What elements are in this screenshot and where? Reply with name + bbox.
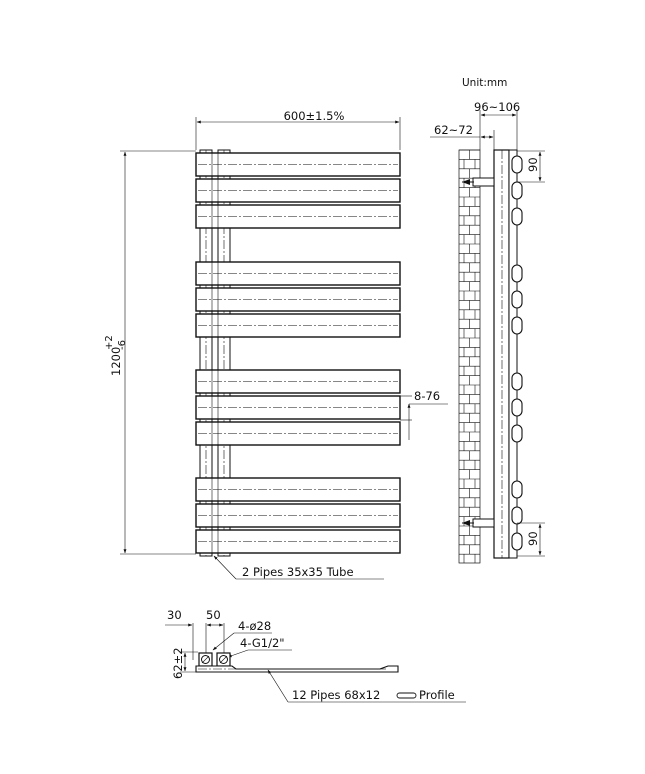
profile-tab: [511, 506, 523, 525]
panel: [195, 313, 401, 338]
height-dimension-label: 1200: [109, 347, 123, 376]
unit-label: Unit:mm: [462, 77, 507, 89]
profile-tab: [511, 181, 523, 200]
profile-tab: [511, 264, 523, 283]
panel: [195, 369, 401, 394]
profile-symbol: [396, 692, 417, 699]
pipe-fittings: [198, 652, 231, 667]
profile-tab: [511, 372, 523, 391]
thread-label: 4-G1/2": [240, 636, 285, 650]
radiator-side-profile: [493, 149, 523, 559]
pipe-height-dimension: 62±2: [171, 647, 198, 679]
profile-bar: [195, 665, 399, 673]
wall-bracket-bottom: [462, 518, 495, 528]
panel: [195, 204, 401, 229]
pipe-spacing-dimension: 30 50: [165, 608, 225, 660]
pipe-diameter-label: 4-ø28: [238, 619, 271, 633]
profile-tab: [511, 480, 523, 499]
panel: [195, 421, 401, 446]
bottom-view: 30 50 4-ø28 4-G1/2": [165, 608, 466, 703]
profile-tab: [511, 424, 523, 443]
tube-callout: 2 Pipes 35x35 Tube: [213, 555, 384, 580]
wall-gap-dimension: 62~72: [430, 123, 495, 150]
wall-bracket-top: [462, 177, 495, 187]
panel-gap-label: 8-76: [414, 389, 440, 403]
tube-callout-label: 2 Pipes 35x35 Tube: [242, 565, 354, 579]
wall-offset-label: 96~106: [474, 100, 520, 114]
front-view: 600±1.5% 1200 +2 -6 8-76 2 Pipes 35x35 T…: [104, 109, 448, 580]
profile-tab: [511, 398, 523, 417]
profile-tab: [511, 316, 523, 335]
panel-group: [195, 152, 401, 554]
width-dimension: 600±1.5%: [195, 109, 401, 150]
profile-tab: [511, 290, 523, 309]
wall-gap-label: 62~72: [434, 123, 473, 137]
pipe-height-label: 62±2: [171, 647, 185, 679]
vertical-pipes: [199, 149, 231, 557]
bracket-bottom-dimension: 90: [517, 522, 545, 557]
side-view: Unit:mm 96~106: [430, 77, 545, 564]
brick-wall: [458, 149, 481, 564]
panel: [195, 529, 401, 554]
height-dimension: 1200 +2 -6: [104, 150, 196, 555]
height-dimension-sub: -6: [117, 340, 128, 350]
bracket-top-dimension: 90: [517, 150, 545, 183]
panel: [195, 477, 401, 502]
panel-gap-dimension: 8-76: [400, 389, 448, 440]
pipe-callouts: 4-ø28 4-G1/2": [212, 619, 292, 658]
bracket-top-label: 90: [526, 157, 540, 172]
height-dimension-sup: +2: [104, 335, 115, 350]
width-dimension-label: 600±1.5%: [284, 109, 345, 123]
panel: [195, 152, 401, 177]
profile-callout-suffix: Profile: [419, 688, 455, 702]
bracket-bottom-label: 90: [526, 531, 540, 546]
panel: [195, 287, 401, 312]
profile-callout: 12 Pipes 68x12 Profile: [267, 669, 466, 703]
panel: [195, 261, 401, 286]
pipe-spacing-left-label: 30: [167, 608, 182, 622]
wall-offset-dimension: 96~106: [474, 100, 520, 150]
profile-callout-label: 12 Pipes 68x12: [292, 688, 380, 702]
panel: [195, 178, 401, 203]
profile-tabs: [511, 155, 523, 551]
profile-tab: [511, 532, 523, 551]
profile-tab: [511, 207, 523, 226]
pipe-spacing-right-label: 50: [206, 608, 221, 622]
panel: [195, 503, 401, 528]
panel: [195, 395, 401, 420]
profile-tab: [511, 155, 523, 174]
